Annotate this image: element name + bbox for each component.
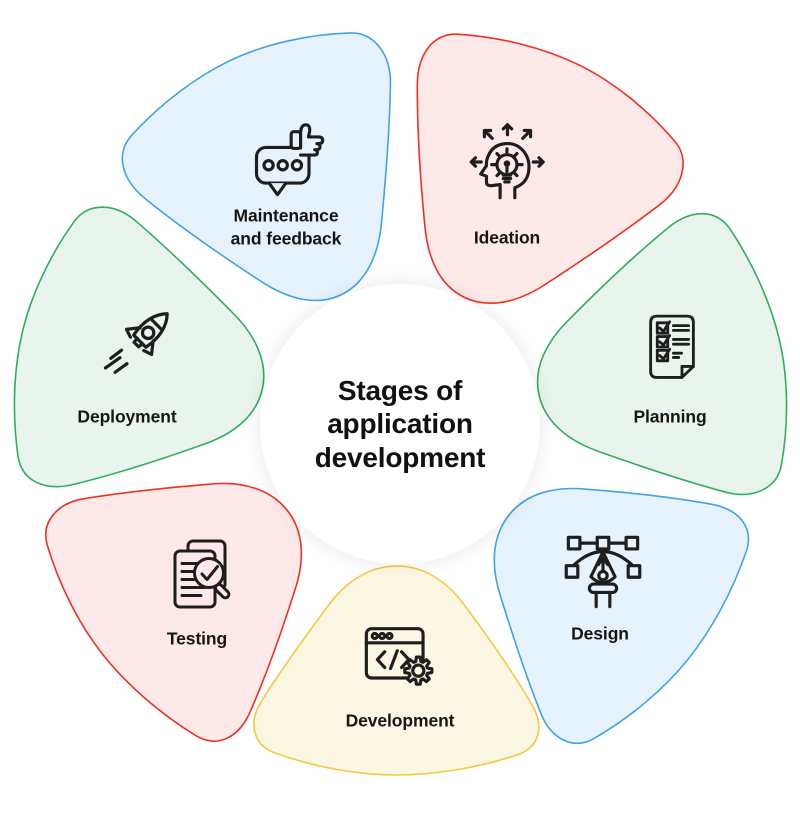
stage-label-deployment: Deployment (77, 406, 177, 427)
stage-label-development: Development (345, 710, 455, 731)
stage-label-testing: Testing (166, 628, 228, 649)
pen-tool-icon (561, 530, 645, 614)
checklist-icon (634, 309, 710, 385)
center-circle: Stages of application development (260, 284, 540, 564)
idea-head-icon (466, 120, 550, 204)
rocket-icon (99, 297, 185, 383)
feedback-thumbs-up-icon (246, 118, 330, 202)
document-magnifier-check-icon (161, 534, 241, 614)
stage-label-planning: Planning (633, 406, 707, 427)
stage-label-maintenance: Maintenance and feedback (230, 205, 342, 248)
stage-label-design: Design (571, 623, 629, 644)
stage-label-ideation: Ideation (473, 227, 541, 248)
page-title: Stages of application development (314, 375, 486, 473)
code-window-gear-icon (359, 615, 443, 699)
